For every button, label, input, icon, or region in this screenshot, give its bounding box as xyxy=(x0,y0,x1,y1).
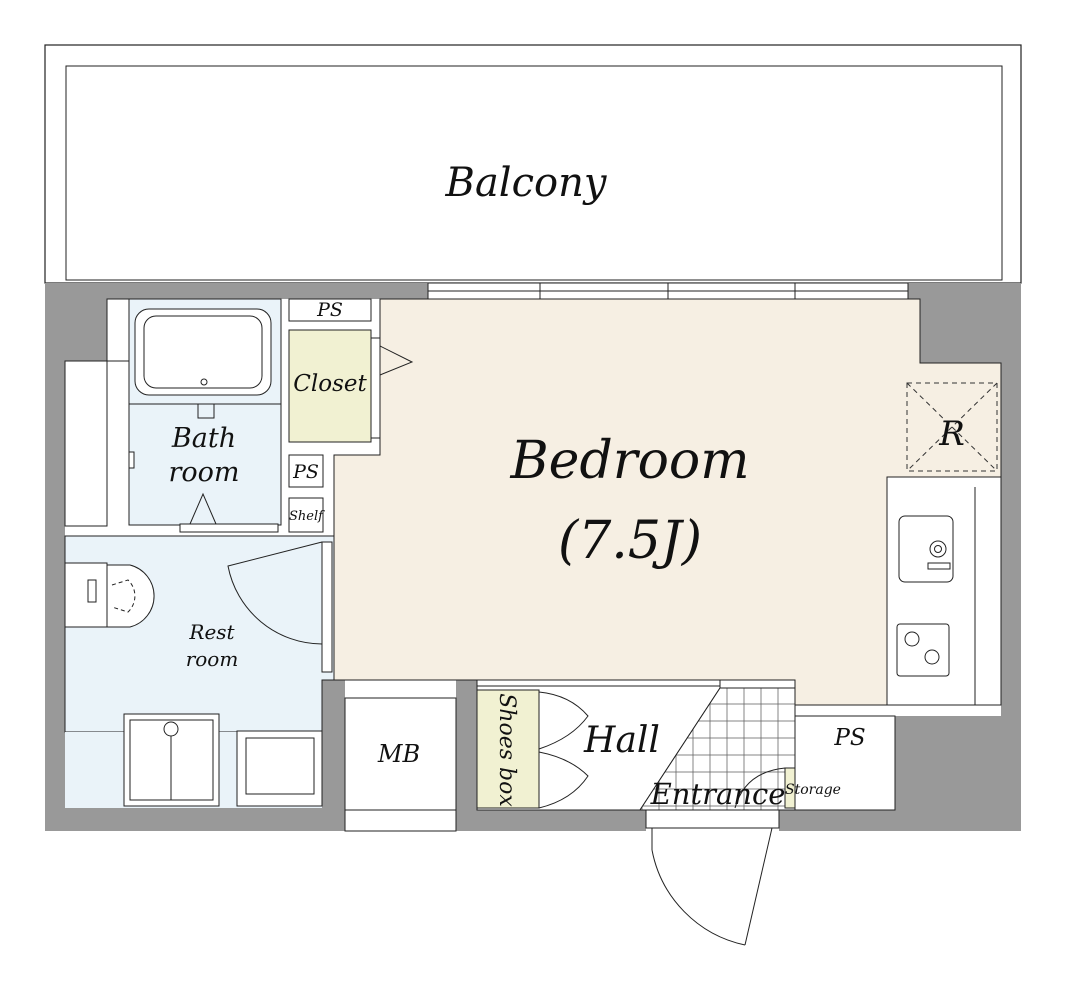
bathroom-area xyxy=(64,298,282,533)
entrance-label: Entrance xyxy=(650,777,786,811)
ps-right-label: PS xyxy=(833,725,865,751)
balcony-label: Balcony xyxy=(445,160,608,206)
bedroom-size-label: (7.5J) xyxy=(558,511,702,571)
ps-right-area xyxy=(794,715,896,811)
hall-label: Hall xyxy=(583,720,660,761)
window-frames xyxy=(427,282,909,300)
ps-mid-label: PS xyxy=(292,461,319,483)
mb-area xyxy=(344,697,457,832)
shoes-box-label: Shoes box xyxy=(494,693,519,807)
bathroom-label-line1: Bath xyxy=(171,423,236,454)
outer-walls xyxy=(45,283,1021,831)
bedroom-label: Bedroom xyxy=(509,431,749,491)
balcony-area xyxy=(44,44,1022,284)
storage-label: Storage xyxy=(785,782,841,798)
kitchen-counter xyxy=(886,476,1002,706)
front-door[interactable] xyxy=(645,809,780,946)
refrigerator-space xyxy=(906,382,998,472)
restroom-label-line1: Rest xyxy=(188,620,235,644)
restroom-area xyxy=(64,535,335,808)
refrigerator-label: R xyxy=(938,414,965,454)
shelf-label: Shelf xyxy=(289,509,325,524)
restroom-label-line2: room xyxy=(186,647,239,671)
storage-column xyxy=(288,298,414,533)
closet-label: Closet xyxy=(293,371,367,397)
bathroom-label-line2: room xyxy=(168,457,239,488)
ps-top-label: PS xyxy=(316,299,343,321)
mb-label: MB xyxy=(377,740,420,768)
